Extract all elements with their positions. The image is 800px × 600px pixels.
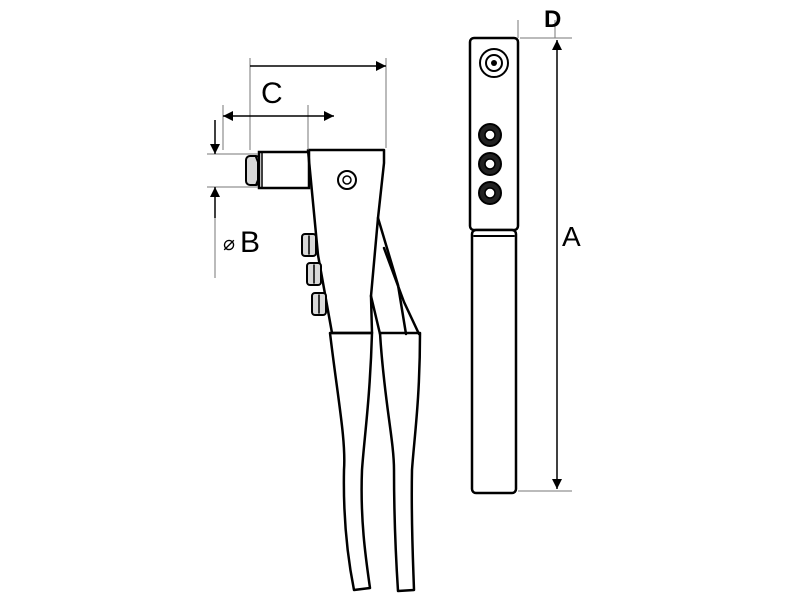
dimension-c-label: C: [261, 77, 283, 110]
side-view: [245, 148, 422, 593]
handle-linkage: [369, 216, 421, 336]
pivot-pin: [337, 170, 357, 190]
dimension-a-label: A: [562, 221, 581, 252]
dimension-c: [222, 58, 387, 150]
fixed-handle: [328, 331, 374, 592]
dimension-a: [518, 37, 572, 492]
front-view: [468, 36, 520, 495]
front-spare-nozzles: [478, 123, 502, 205]
front-handle: [470, 228, 518, 495]
dimension-d-label: D: [544, 6, 561, 33]
dimension-b-label: B: [240, 226, 260, 259]
dimension-b-symbol: ⌀: [223, 233, 235, 255]
nozzle: [245, 150, 311, 190]
front-pivot: [479, 48, 509, 78]
dimension-d: [517, 20, 556, 38]
dimension-b: [207, 120, 258, 278]
spare-nozzles: [301, 233, 327, 316]
moving-handle: [378, 331, 422, 593]
